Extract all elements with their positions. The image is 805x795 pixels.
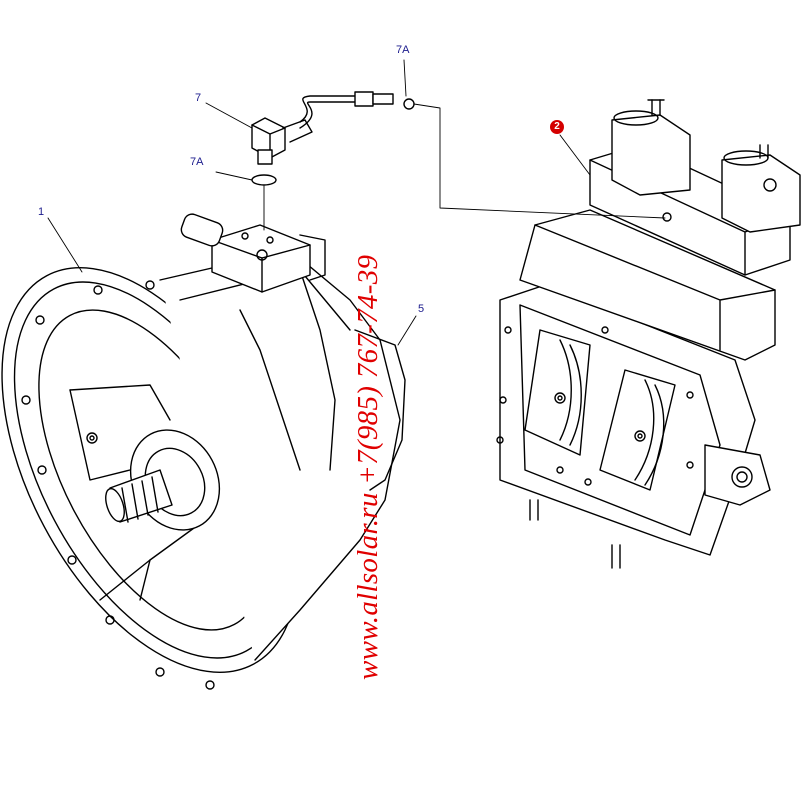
- regulator-assembly: [496, 99, 801, 569]
- leader-lines: [47, 59, 666, 346]
- control-valve-block: [180, 213, 326, 293]
- callout-7a-top: 7A: [396, 44, 410, 56]
- inspection-window-left: [524, 329, 591, 456]
- splined-shaft: [105, 469, 173, 523]
- inspection-window-right: [599, 369, 676, 491]
- callout-7a-left: 7A: [190, 156, 204, 168]
- pilot-line-tube: [299, 91, 394, 129]
- callout-5: 5: [418, 303, 425, 315]
- watermark-text: www.allsolar.ru +7(985) 767-74-39: [352, 254, 384, 680]
- callout-7: 7: [195, 92, 202, 104]
- o-ring-seal-upper: [403, 98, 415, 110]
- callout-1: 1: [38, 206, 45, 218]
- callout-2-highlight-badge: 2: [550, 120, 564, 134]
- pump-housing: [1, 213, 406, 690]
- o-ring-seal-lower: [251, 174, 277, 186]
- elbow-fitting: [251, 117, 313, 165]
